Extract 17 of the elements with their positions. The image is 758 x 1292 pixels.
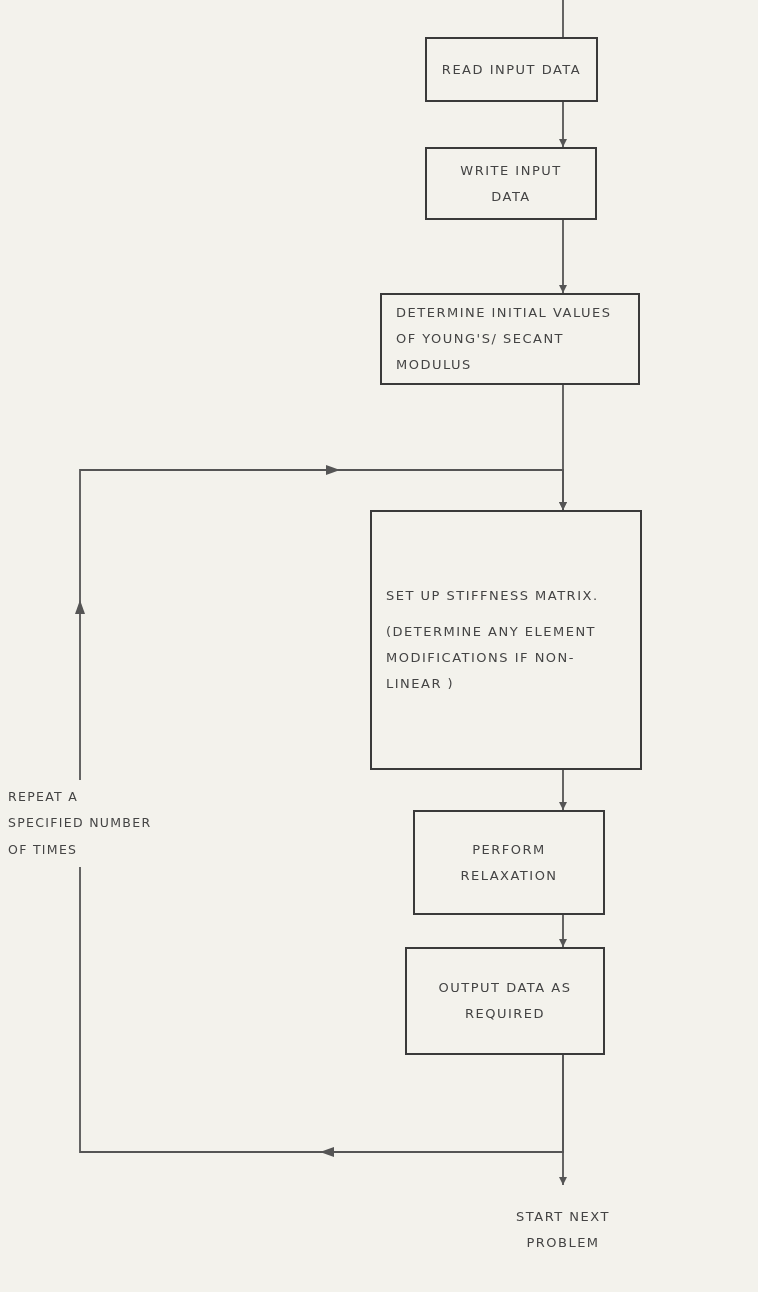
process-box	[370, 510, 642, 770]
process-box	[380, 293, 640, 385]
arrow	[559, 914, 567, 948]
process-box	[425, 37, 598, 102]
process-box	[405, 947, 605, 1055]
arrow	[559, 769, 567, 811]
step-text: SET UP STIFFNESS MATRIX.	[386, 587, 599, 605]
step-text: WRITE INPUT DATA	[459, 161, 563, 206]
arrow	[559, 101, 567, 148]
step-text: OUTPUT DATA AS REQUIRED	[437, 979, 573, 1023]
step-text: PERFORM RELAXATION	[459, 840, 559, 885]
step-text: DETERMINE INITIAL VALUES OF YOUNG'S/ SECANT MODULUS	[396, 304, 613, 374]
arrow	[559, 219, 567, 294]
process-box	[425, 147, 597, 220]
step-text: READ INPUT DATA	[441, 60, 582, 79]
step-text: (DETERMINE ANY ELEMENT MODIFICATIONS IF NON-LINEAR )	[386, 623, 598, 693]
process-box	[413, 810, 605, 915]
